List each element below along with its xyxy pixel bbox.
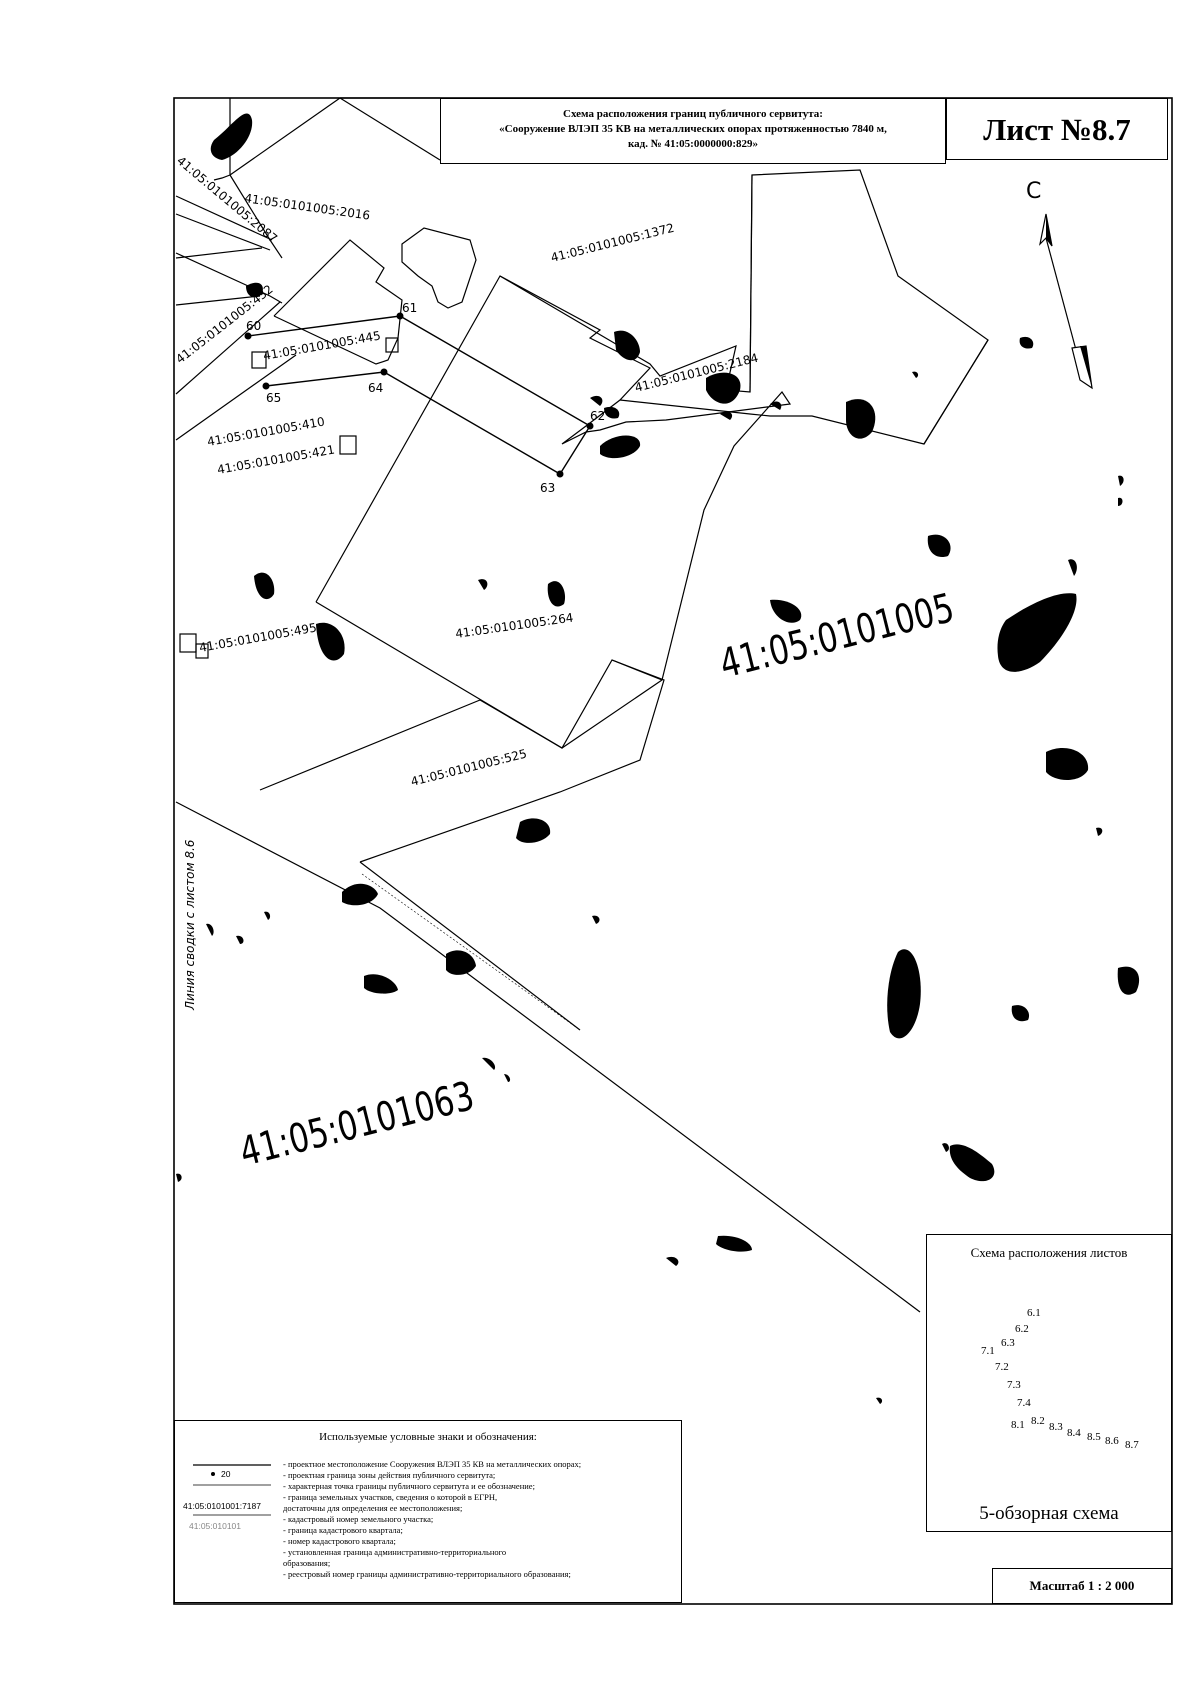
overview-sheet-6-1: 6.1 <box>1027 1307 1041 1319</box>
legend-row: достаточны для определения ее местополож… <box>283 1503 463 1513</box>
title-block: Схема расположения границ публичного сер… <box>440 98 946 164</box>
parcel-label-2016: 41:05:0101005:2016 <box>244 191 371 222</box>
point-label-61: 61 <box>402 301 417 315</box>
quarter-label-main: 41:05:0101005 <box>715 585 958 687</box>
servitude-boundary <box>247 315 591 475</box>
north-arrow-icon <box>1039 213 1093 390</box>
legend-symbols <box>193 1464 271 1516</box>
overview-scheme: Схема расположения листов 6.1 6.2 6.3 7.… <box>926 1234 1172 1532</box>
title-line-3: кад. № 41:05:0000000:829» <box>627 138 759 150</box>
point-label-65: 65 <box>266 391 281 405</box>
legend-row: - граница земельных участков, сведения о… <box>283 1492 498 1502</box>
overview-sheet-8-5: 8.5 <box>1087 1431 1101 1443</box>
legend-row: - реестровый номер границы административ… <box>283 1569 571 1579</box>
legend-point-symbol <box>211 1472 215 1476</box>
legend-row: - установленная граница административно-… <box>283 1547 507 1557</box>
legend-row: образования; <box>283 1558 331 1568</box>
overview-sheet-6-2: 6.2 <box>1015 1323 1029 1335</box>
overview-caption: 5-обзорная схема <box>979 1503 1119 1524</box>
parcel-label-495: 41:05:0101005:495 <box>198 621 318 655</box>
point-label-63: 63 <box>540 481 555 495</box>
legend: Используемые условные знаки и обозначени… <box>174 1420 682 1603</box>
overview-sheet-8-3: 8.3 <box>1049 1421 1063 1433</box>
legend-row: - проектное местоположение Сооружения ВЛ… <box>283 1459 582 1469</box>
legend-title: Используемые условные знаки и обозначени… <box>319 1431 537 1443</box>
quarter-label-south: 41:05:0101063 <box>235 1073 478 1175</box>
north-label: С <box>1026 179 1041 204</box>
junction-line-label: Линия сводки с листом 8.6 <box>183 839 197 1011</box>
sheet-number: Лист №8.7 <box>946 98 1168 160</box>
point-label-60: 60 <box>246 319 261 333</box>
overview-sheet-8-1: 8.1 <box>1011 1419 1025 1431</box>
overview-sheet-8-4: 8.4 <box>1067 1427 1081 1439</box>
parcel-label-525: 41:05:0101005:525 <box>409 747 528 789</box>
terrain-features <box>176 113 1140 1404</box>
overview-sheet-7-1: 7.1 <box>981 1345 995 1357</box>
title-line-1: Схема расположения границ публичного сер… <box>563 108 823 120</box>
legend-row: - номер кадастрового квартала; <box>283 1536 396 1546</box>
legend-row: - кадастровый номер земельного участка; <box>283 1514 434 1524</box>
legend-row: - граница кадастрового квартала; <box>283 1525 403 1535</box>
parcel-label-264: 41:05:0101005:264 <box>454 611 574 641</box>
parcel-boundaries <box>175 97 989 1313</box>
overview-sheet-7-4: 7.4 <box>1017 1397 1031 1409</box>
parcel-label-1372: 41:05:0101005:1372 <box>549 221 675 265</box>
legend-sample-parcel: 41:05:0101001:7187 <box>183 1501 261 1511</box>
parcel-label-410: 41:05:0101005:410 <box>206 415 326 449</box>
overview-sheet-7-3: 7.3 <box>1007 1379 1021 1391</box>
legend-sample-point: 20 <box>221 1469 231 1479</box>
overview-sheet-6-3: 6.3 <box>1001 1337 1015 1349</box>
leader-lines <box>361 873 581 1031</box>
overview-sheet-8-7: 8.7 <box>1125 1439 1139 1451</box>
legend-sample-quarter: 41:05:010101 <box>189 1521 241 1531</box>
scale-label: Масштаб 1 : 2 000 <box>992 1568 1172 1604</box>
point-label-64: 64 <box>368 381 383 395</box>
parcel-label-2184: 41:05:0101005:2184 <box>633 351 759 395</box>
legend-row: - проектная граница зоны действия публич… <box>283 1470 496 1480</box>
overview-title: Схема расположения листов <box>970 1245 1128 1260</box>
legend-row: - характерная точка границы публичного с… <box>283 1481 535 1491</box>
overview-sheet-7-2: 7.2 <box>995 1361 1009 1373</box>
overview-sheet-8-2: 8.2 <box>1031 1415 1045 1427</box>
title-line-2: «Сооружение ВЛЭП 35 КВ на металлических … <box>499 123 887 135</box>
point-label-62: 62 <box>590 409 605 423</box>
characteristic-points <box>244 312 594 478</box>
parcel-label-421: 41:05:0101005:421 <box>216 443 336 477</box>
overview-sheet-8-6: 8.6 <box>1105 1435 1119 1447</box>
